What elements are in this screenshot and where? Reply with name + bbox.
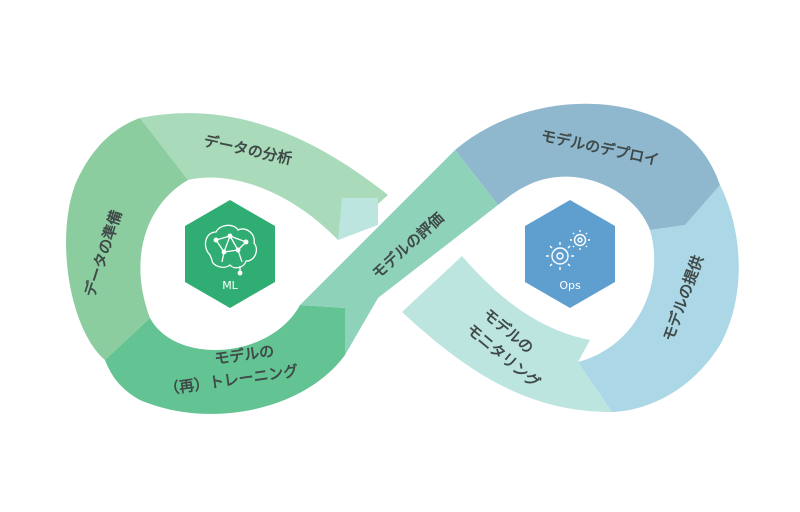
segment-monitoring	[402, 256, 612, 412]
segment-data-prep	[66, 118, 188, 360]
brain-network-icon	[204, 224, 258, 276]
gears-icon	[546, 230, 590, 270]
ml-badge-label: ML	[222, 279, 238, 292]
segment-evaluation	[300, 150, 498, 355]
segment-data-analysis	[140, 113, 388, 240]
segment-deploy	[455, 103, 720, 230]
ops-badge: Ops	[525, 200, 615, 308]
ml-badge: ML	[185, 200, 275, 308]
segment-retraining	[105, 305, 345, 414]
segment-serving	[578, 185, 739, 412]
ops-badge-label: Ops	[559, 279, 581, 292]
crossing-notch	[338, 198, 378, 240]
